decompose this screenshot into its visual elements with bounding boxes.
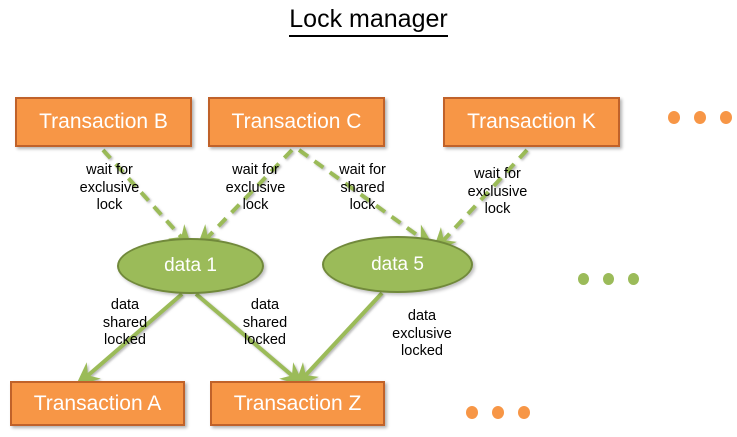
transaction-box-z[interactable]: Transaction Z [210, 381, 385, 426]
dot [578, 273, 589, 285]
edge-data5-to-Z [294, 291, 384, 388]
bottom-ellipsis-dots [466, 406, 530, 419]
page-title: Lock manager [0, 5, 737, 37]
edge-label-exclusive-locked-z: data exclusive locked [392, 308, 452, 360]
dot [720, 111, 732, 124]
data-node-data-5[interactable]: data 5 [322, 236, 473, 293]
edge-label-shared-locked-z: data shared locked [242, 297, 288, 349]
edge-label-shared-locked-a: data shared locked [102, 297, 148, 349]
transaction-box-b[interactable]: Transaction B [15, 97, 192, 147]
data-node-label: data 1 [164, 255, 217, 276]
transaction-box-a[interactable]: Transaction A [10, 381, 185, 426]
top-ellipsis-dots [668, 111, 732, 124]
data-node-data-1[interactable]: data 1 [117, 238, 264, 294]
dot [492, 406, 504, 419]
data-node-label: data 5 [371, 253, 424, 275]
dot [628, 273, 639, 285]
edge-label-wait-exclusive-b: wait for exclusive lock [79, 162, 140, 214]
transaction-box-label: Transaction Z [233, 391, 362, 415]
transaction-box-label: Transaction K [467, 110, 596, 133]
dot [518, 406, 530, 419]
transaction-box-k[interactable]: Transaction K [443, 97, 620, 147]
dot [466, 406, 478, 419]
edge-label-wait-exclusive-k: wait for exclusive lock [467, 166, 528, 218]
transaction-box-label: Transaction B [39, 110, 168, 133]
middle-ellipsis-dots [578, 273, 639, 285]
edge-label-wait-exclusive-c: wait for exclusive lock [225, 162, 286, 214]
transaction-box-label: Transaction C [231, 110, 362, 133]
dot [694, 111, 706, 124]
transaction-box-label: Transaction A [33, 391, 162, 415]
transaction-box-c[interactable]: Transaction C [208, 97, 385, 147]
page-title-text: Lock manager [289, 5, 448, 37]
dot [603, 273, 614, 285]
dot [668, 111, 680, 124]
edge-label-wait-shared-c: wait for shared lock [339, 162, 386, 214]
